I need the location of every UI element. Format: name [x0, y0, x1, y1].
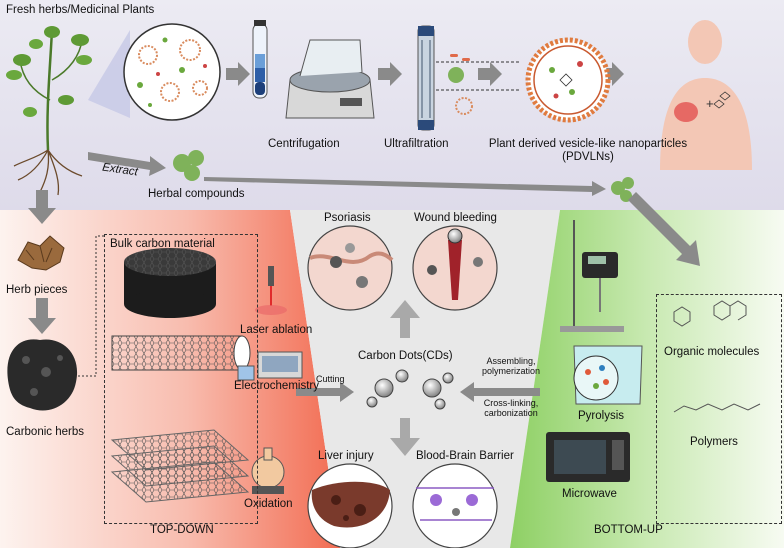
crosslinking-line2: carbonization	[484, 408, 538, 419]
pdvln-line2: (PDVLNs)	[562, 151, 614, 164]
carbonic-herbs-icon	[7, 339, 78, 411]
top-down-label: TOP-DOWN	[150, 524, 214, 536]
ultrafiltration-label: Ultrafiltration	[384, 138, 449, 150]
bulk-carbon-box	[104, 234, 258, 524]
top-flow-arrows	[226, 62, 624, 86]
crosslinking-line1: Cross-linking,	[483, 398, 539, 408]
carbon-dots-label: Carbon Dots(CDs)	[358, 350, 453, 362]
vesicles-in-cell	[137, 37, 208, 107]
bbb-label: Blood-Brain Barrier	[416, 450, 514, 462]
oxidation-label: Oxidation	[244, 498, 293, 510]
carbon-dots-cluster	[366, 369, 454, 410]
carbonic-herbs-label: Carbonic herbs	[6, 426, 84, 438]
down-right-arrow	[628, 192, 700, 266]
down-arrow-center	[390, 418, 420, 456]
plant-illustration	[6, 26, 92, 196]
long-arrow	[204, 177, 606, 196]
psoriasis-label: Psoriasis	[324, 212, 371, 224]
bulk-carbon-cylinder	[124, 248, 216, 318]
organic-molecules-label: Organic molecules	[664, 346, 760, 358]
centrifuge-icon	[285, 39, 375, 119]
wound-bleeding-label: Wound bleeding	[414, 212, 497, 224]
electrochemistry-icon	[237, 351, 303, 381]
cutting-arrow	[296, 382, 354, 402]
ultrafiltration-column-icon	[417, 25, 520, 131]
hotplate-stirrer-icon	[560, 220, 624, 332]
centrifugation-label: Centrifugation	[268, 138, 340, 150]
herb-pieces-label: Herb pieces	[6, 284, 68, 296]
oxidation-flask-icon	[251, 447, 285, 494]
test-tube-icon	[252, 20, 268, 99]
down-arrow-2	[28, 298, 56, 334]
psoriasis-circle	[307, 225, 394, 311]
extract-arrow	[88, 152, 166, 176]
assembling-label: Assembling, polymerization	[474, 356, 548, 377]
source-label: Fresh herbs/Medicinal Plants	[6, 4, 155, 16]
electrochemistry-label: Electrochemistry	[234, 380, 319, 392]
svg-text:+: +	[706, 96, 714, 111]
top-band	[0, 0, 784, 210]
assembling-line2: polymerization	[481, 366, 541, 377]
laser-ablation-label: Laser ablation	[240, 324, 313, 336]
pdvln-line1: Plant derived vesicle-like nanoparticles	[488, 138, 688, 150]
herb-pieces-icon	[17, 235, 65, 271]
laser-icon	[255, 266, 287, 315]
molecule-sketches	[673, 300, 761, 413]
liver-injury-label: Liver injury	[318, 450, 374, 462]
herbal-compounds-label: Herbal compounds	[148, 188, 245, 200]
wound-bleeding-circle	[412, 225, 498, 311]
graphene-sheets	[110, 429, 250, 503]
pdvln-label: Plant derived vesicle-like nanoparticles…	[480, 138, 696, 164]
human-body-icon: +	[660, 20, 752, 170]
down-arrow-1	[28, 190, 56, 224]
bbb-circle	[412, 463, 498, 548]
crosslinking-label: Cross-linking, carbonization	[474, 398, 548, 419]
pyrolysis-label: Pyrolysis	[578, 410, 625, 422]
carbon-nanotube	[111, 335, 251, 371]
pdvln-vesicle-icon	[525, 37, 611, 123]
cutting-label: Cutting	[316, 374, 345, 384]
bulk-carbon-label: Bulk carbon material	[110, 238, 215, 250]
assembling-line1: Assembling,	[486, 356, 536, 366]
organic-materials-box	[656, 294, 782, 524]
microwave-icon	[546, 432, 630, 482]
polymers-label: Polymers	[690, 436, 738, 448]
microwave-label: Microwave	[562, 488, 617, 500]
pyrolysis-beaker-icon	[573, 345, 643, 405]
liver-injury-circle	[307, 463, 393, 548]
up-arrow-center	[390, 300, 420, 338]
bottom-up-label: BOTTOM-UP	[594, 524, 663, 536]
bottom-up-arrow	[460, 382, 540, 402]
cell-zoom-circle	[123, 23, 221, 121]
